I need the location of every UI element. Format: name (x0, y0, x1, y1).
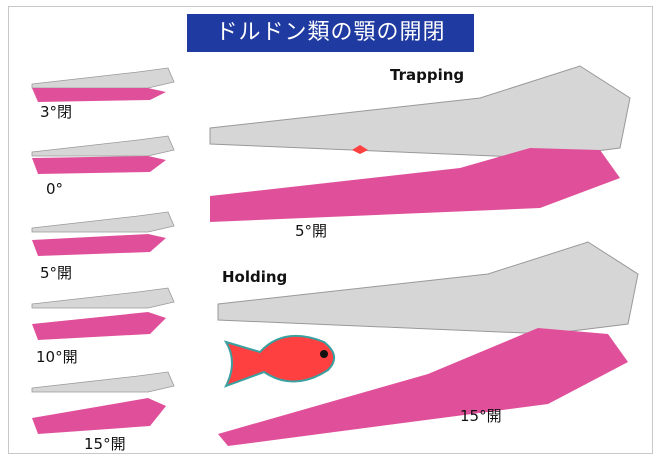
thumb-label-5: 15°開 (84, 433, 126, 454)
thumb-skull-1 (28, 58, 178, 106)
thumb-label-4: 10°開 (36, 346, 78, 367)
thumb-skull-2 (28, 128, 178, 180)
thumb-skull-4 (28, 284, 178, 346)
thumb-label-3: 5°開 (40, 262, 72, 283)
thumb-label-1: 3°閉 (40, 101, 72, 122)
thumb-skull-5 (28, 370, 178, 440)
thumb-skull-3 (28, 206, 178, 262)
trapping-skull (200, 58, 640, 228)
thumb-label-2: 0° (46, 180, 63, 198)
holding-angle-label: 15°開 (460, 405, 502, 426)
holding-fish-icon (224, 322, 344, 398)
slide-title: ドルドン類の顎の開閉 (187, 14, 474, 52)
